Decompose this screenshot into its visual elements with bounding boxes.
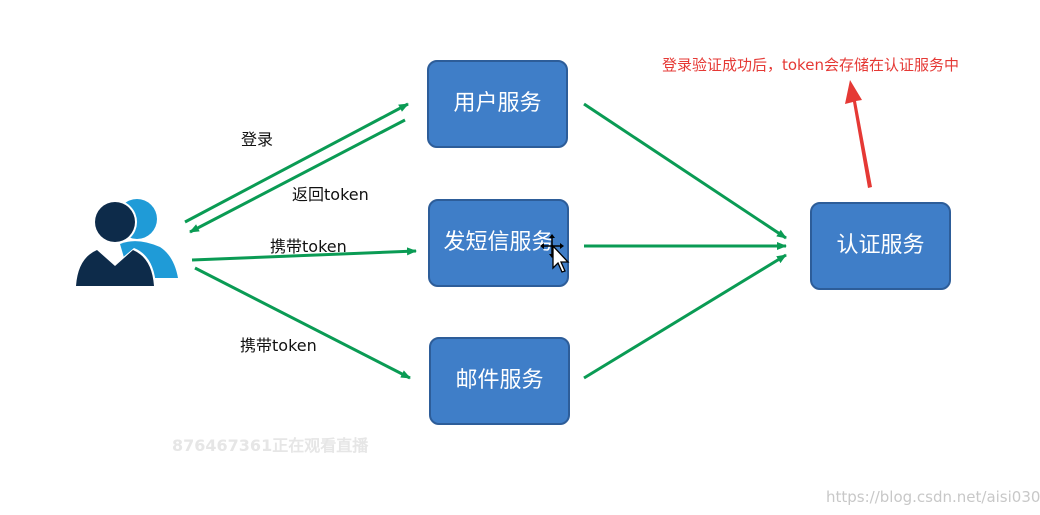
login-label: 登录 — [241, 130, 274, 149]
sms-service-label: 发短信服务 — [443, 230, 554, 255]
annotation-text: 登录验证成功后，token会存储在认证服务中 — [662, 56, 959, 74]
return-token-label: 返回token — [292, 185, 369, 204]
live-viewer-overlay: 876467361正在观看直播 — [172, 436, 369, 455]
arrow-login — [184, 102, 409, 224]
move-cursor-icon — [540, 234, 570, 273]
user-service-node: 用户服务 — [427, 60, 568, 148]
annotation-pointer-arrow — [845, 80, 872, 188]
arrow-mail-to-auth — [583, 253, 787, 380]
mail-service-label: 邮件服务 — [455, 368, 544, 393]
carry-token-mail-label: 携带token — [240, 336, 317, 355]
carry-token-sms-label: 携带token — [270, 237, 347, 256]
users-icon — [74, 199, 178, 286]
arrow-to-mail — [194, 266, 411, 380]
auth-service-label: 认证服务 — [836, 233, 925, 258]
arrow-return-token — [189, 118, 406, 234]
watermark-url: https://blog.csdn.net/aisi0308 — [826, 488, 1040, 506]
arrow-to-sms — [191, 247, 417, 262]
mail-service-node: 邮件服务 — [429, 337, 570, 425]
auth-service-node: 认证服务 — [810, 202, 951, 290]
arrow-user-to-auth — [583, 102, 787, 240]
sms-service-node: 发短信服务 — [428, 199, 569, 287]
user-service-label: 用户服务 — [453, 91, 542, 116]
